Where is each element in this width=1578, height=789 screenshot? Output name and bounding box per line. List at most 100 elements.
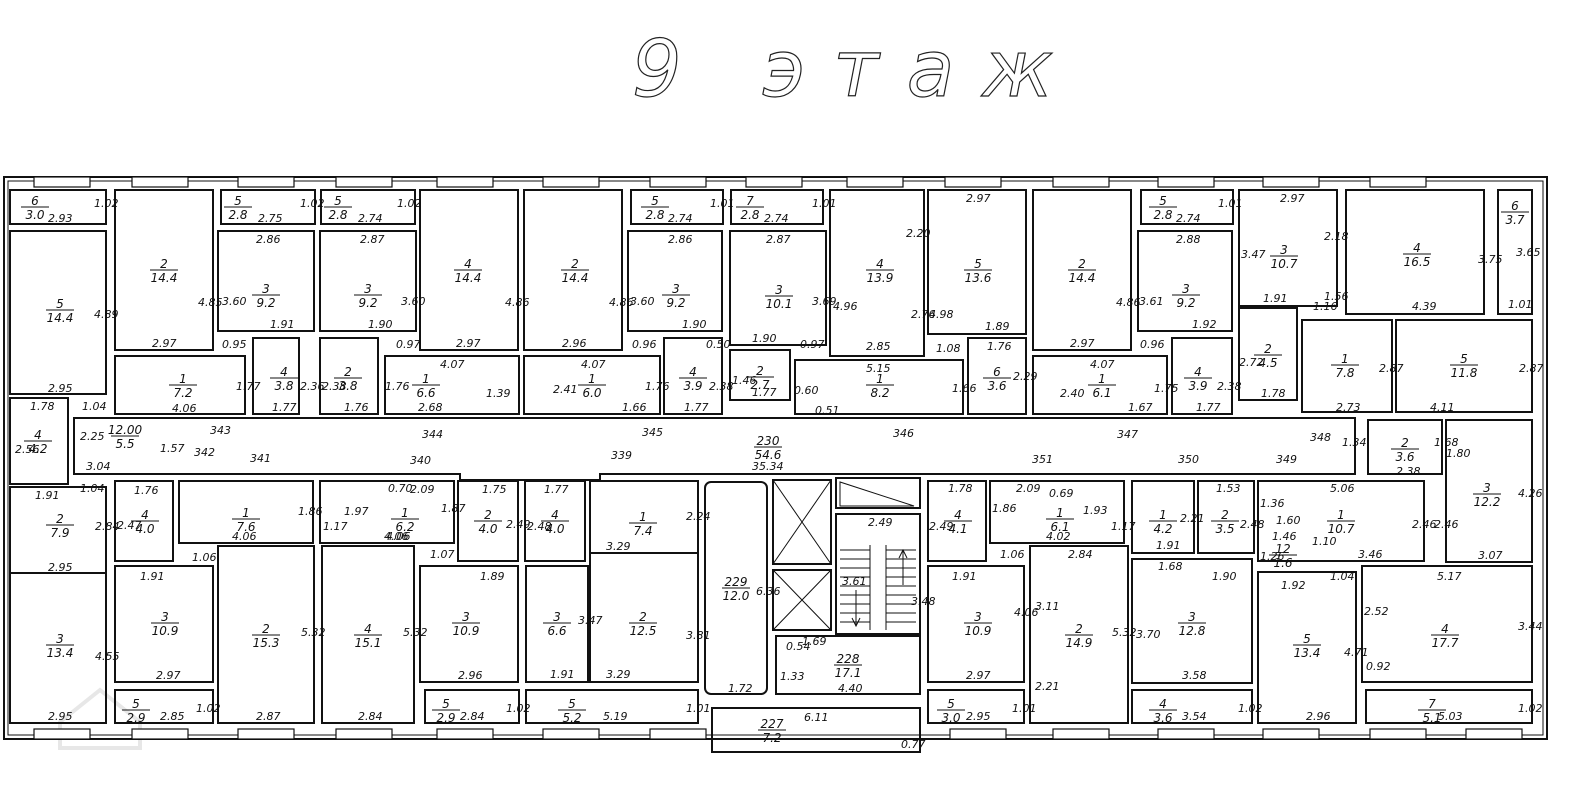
- dimension-label: 5.19: [603, 710, 628, 723]
- dimension-label: 1.02: [506, 702, 531, 715]
- room-label: 44.2: [24, 428, 52, 456]
- dimension-label: 2.84: [1068, 548, 1093, 561]
- room-label: 417.7: [1431, 622, 1459, 650]
- window: [1052, 728, 1110, 740]
- dimension-label: 3.61: [842, 575, 867, 588]
- dimension-label: 1.02: [94, 197, 119, 210]
- room-label: 24.5: [1254, 342, 1282, 370]
- dimension-label: 2.95: [48, 710, 73, 723]
- dimension-label: 1.89: [480, 570, 505, 583]
- svg-text:2: 2: [262, 622, 270, 636]
- svg-text:13.4: 13.4: [47, 646, 74, 660]
- dimension-label: 1.46: [732, 374, 757, 387]
- svg-text:5: 5: [1460, 352, 1468, 366]
- dimension-label: 1.68: [1158, 560, 1183, 573]
- room-label: 63.7: [1501, 199, 1529, 227]
- dimension-label: 3.47: [578, 614, 603, 627]
- svg-text:2.8: 2.8: [1153, 208, 1172, 222]
- dimension-label: 2.38: [709, 380, 734, 393]
- window: [436, 176, 494, 188]
- room: [630, 189, 724, 225]
- room: [1367, 419, 1443, 475]
- dimension-label: 1.06: [1000, 548, 1025, 561]
- room: [1171, 337, 1233, 415]
- svg-text:2: 2: [756, 364, 764, 378]
- room: [217, 545, 315, 724]
- room: [114, 689, 214, 724]
- dimension-label: 1.26: [1260, 550, 1285, 563]
- dimension-label: 1.91: [550, 668, 575, 681]
- dimension-label: 3.60: [401, 295, 426, 308]
- dimension-label: 1.80: [1446, 447, 1471, 460]
- room-label: 310.9: [452, 610, 480, 638]
- dimension-label: 2.75: [258, 212, 283, 225]
- room-label: 52.9: [432, 697, 460, 725]
- dimension-label: 3.54: [1182, 710, 1207, 723]
- corridor-label: 349: [1276, 453, 1297, 466]
- svg-text:7.6: 7.6: [236, 520, 255, 534]
- dimension-label: 1.17: [1111, 520, 1136, 533]
- dimension-label: 2.47: [117, 519, 142, 532]
- svg-text:6: 6: [1511, 199, 1519, 213]
- labels-layer: 63.0514.444.227.9313.4214.452.839.217.24…: [15, 192, 1544, 751]
- svg-text:4: 4: [1194, 365, 1202, 379]
- room: [9, 572, 107, 724]
- dimension-label: 4.07: [440, 358, 465, 371]
- svg-text:1: 1: [242, 506, 250, 520]
- dimension-label: 2.87: [1379, 362, 1404, 375]
- dimension-label: 0.69: [1049, 487, 1074, 500]
- room-label: 514.4: [46, 297, 74, 325]
- dimension-label: 1.86: [992, 502, 1017, 515]
- dimension-label: 2.85: [866, 340, 891, 353]
- svg-text:12.00: 12.00: [108, 423, 143, 437]
- svg-text:8.2: 8.2: [870, 386, 889, 400]
- room: [1140, 189, 1234, 225]
- dimension-label: 1.02: [1238, 702, 1263, 715]
- svg-text:3: 3: [553, 610, 561, 624]
- room-label: 44.0: [131, 508, 159, 536]
- svg-text:2: 2: [1401, 436, 1409, 450]
- svg-text:2: 2: [1264, 342, 1272, 356]
- dimension-label: 2.88: [1176, 233, 1201, 246]
- room-label: 39.2: [1172, 282, 1200, 310]
- dimension-label: 1.91: [952, 570, 977, 583]
- dimension-label: 2.48: [527, 520, 552, 533]
- svg-text:17.1: 17.1: [835, 666, 862, 680]
- dimension-label: 2.86: [668, 233, 693, 246]
- dimension-label: 4.96: [833, 300, 858, 313]
- svg-text:5: 5: [568, 697, 576, 711]
- svg-text:3.9: 3.9: [683, 379, 702, 393]
- room-label: 24.0: [474, 508, 502, 536]
- dimension-label: 1.90: [1212, 570, 1237, 583]
- dimension-label: 4.06: [232, 530, 257, 543]
- room-label: 16.0: [578, 372, 606, 400]
- corridor-label: 340: [410, 454, 431, 467]
- dimension-label: 1.77: [684, 401, 709, 414]
- dimension-label: 3.61: [1139, 295, 1164, 308]
- room-label: 52.8: [324, 194, 352, 222]
- dimension-label: 2.24: [686, 510, 711, 523]
- room: [967, 337, 1027, 415]
- corridor-label: 347: [1117, 428, 1138, 441]
- room: [321, 545, 415, 724]
- room-label: 43.8: [270, 365, 298, 393]
- svg-text:13.9: 13.9: [867, 271, 894, 285]
- svg-text:5: 5: [334, 194, 342, 208]
- room-label: 310.9: [964, 610, 992, 638]
- svg-text:2: 2: [344, 365, 352, 379]
- svg-text:4.0: 4.0: [545, 522, 564, 536]
- dimension-label: 1.91: [1156, 539, 1181, 552]
- dimension-label: 5.06: [1330, 482, 1355, 495]
- dimension-label: 1.06: [192, 551, 217, 564]
- svg-text:14.4: 14.4: [47, 311, 74, 325]
- svg-text:5: 5: [56, 297, 64, 311]
- dimension-label: 0.54: [786, 640, 811, 653]
- svg-text:2.8: 2.8: [328, 208, 347, 222]
- dimension-label: 4.40: [838, 682, 863, 695]
- svg-text:1: 1: [588, 372, 596, 386]
- window: [1262, 176, 1320, 188]
- dimension-label: 2.46: [1412, 518, 1437, 531]
- room: [1257, 571, 1357, 724]
- svg-text:230: 230: [757, 434, 780, 448]
